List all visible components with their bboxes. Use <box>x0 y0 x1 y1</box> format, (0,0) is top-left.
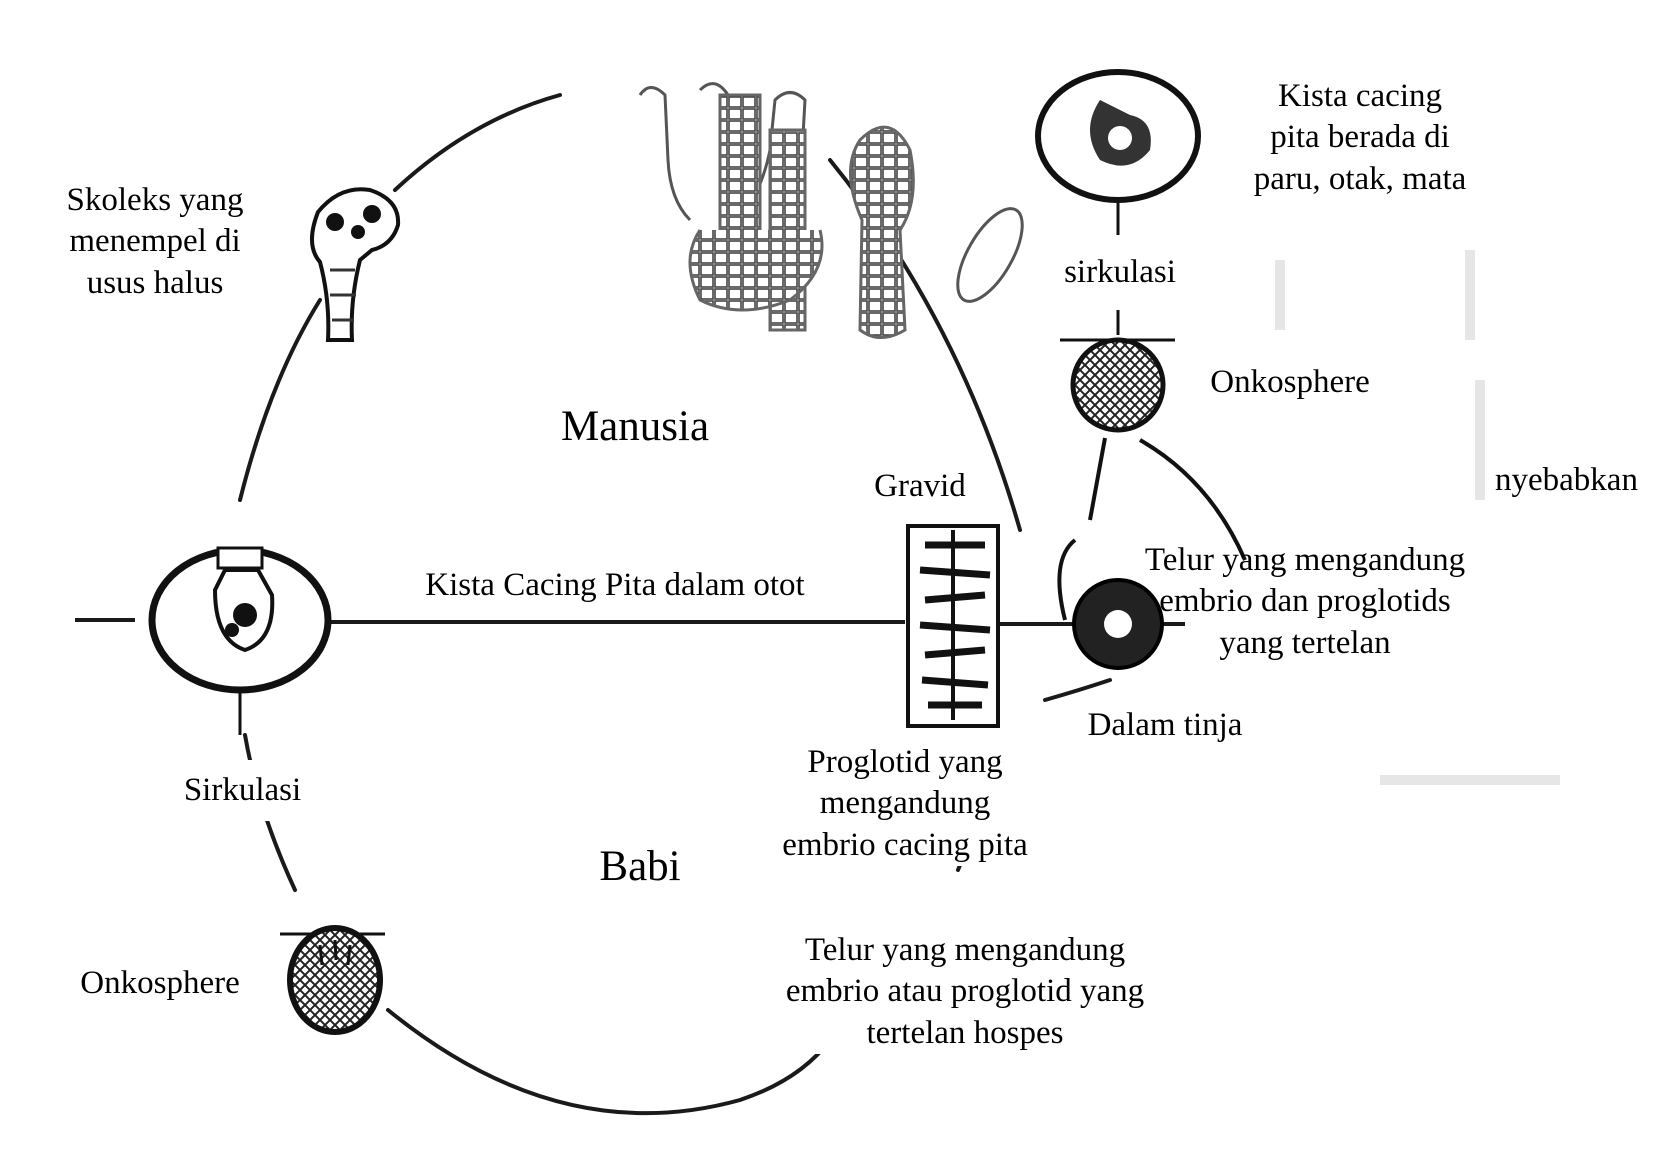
label-kista-otot: Kista Cacing Pita dalam otot <box>395 565 835 606</box>
onkosphere-left-drawing <box>280 928 385 1032</box>
label-menyebabkan: nyebabkan <box>1495 460 1665 501</box>
gravid-proglottid-drawing <box>908 526 998 726</box>
host-label-babi: Babi <box>580 840 700 894</box>
host-label-manusia: Manusia <box>545 400 725 454</box>
label-sirkulasi-left: Sirkulasi <box>95 760 390 821</box>
cyst-left <box>152 548 328 735</box>
scolex-drawing <box>312 189 398 340</box>
label-dalam-tinja: Dalam tinja <box>1060 705 1270 746</box>
tapeworm-drawing <box>640 84 1035 338</box>
label-onkosphere-right: Onkosphere <box>1195 362 1385 403</box>
label-onkosphere-left: Onkosphere <box>60 963 260 1004</box>
background-marks <box>1280 250 1560 780</box>
label-gravid: Gravid <box>860 466 980 507</box>
cyst-top-right <box>1038 72 1198 335</box>
label-sirkulasi-top: sirkulasi <box>1045 252 1195 293</box>
